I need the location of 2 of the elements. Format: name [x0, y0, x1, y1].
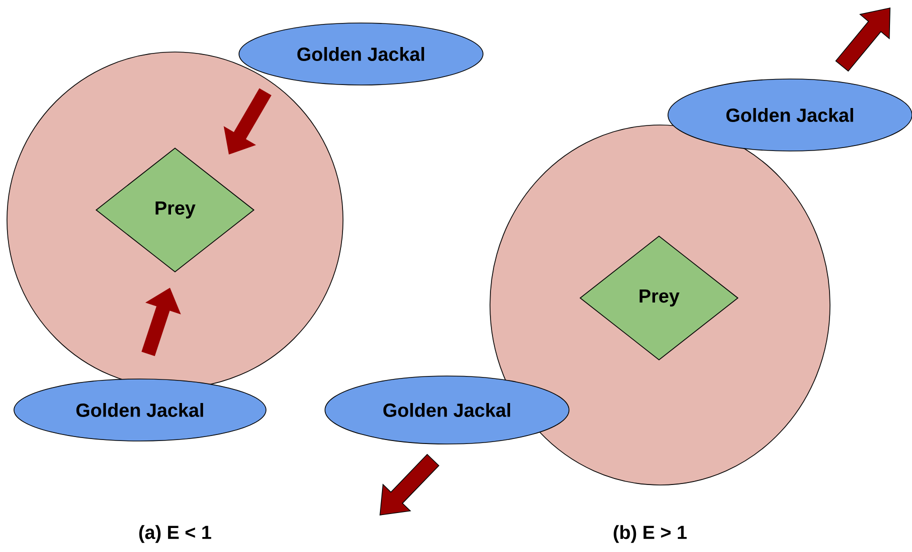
caption-label: (b) E > 1: [614, 525, 687, 543]
caption-label: (a) E < 1: [139, 525, 212, 543]
